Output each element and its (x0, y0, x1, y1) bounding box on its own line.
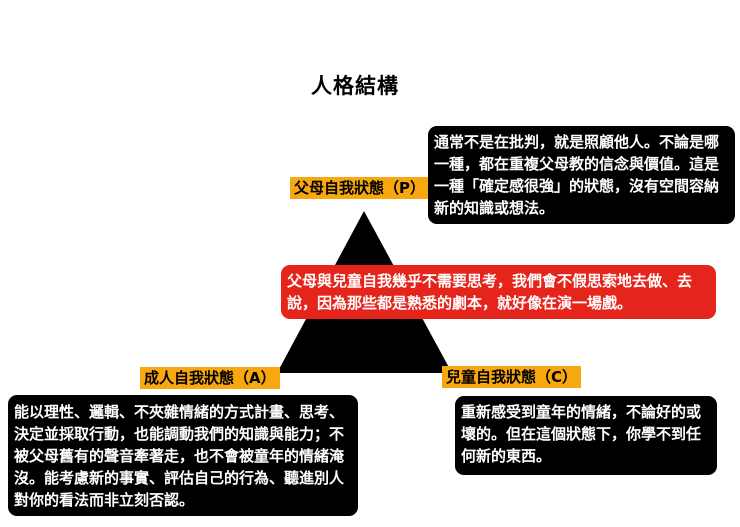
adult-state-description: 能以理性、邏輯、不夾雜情緒的方式計畫、思考、決定並採取行動，也能調動我們的知識與… (8, 395, 358, 516)
adult-state-label: 成人自我狀態（A） (140, 367, 280, 389)
parent-state-label: 父母自我狀態（P） (290, 177, 429, 199)
diagram-title: 人格結構 (311, 74, 399, 98)
parent-state-description: 通常不是在批判，就是照顧他人。不論是哪一種，都在重複父母教的信念與價值。這是一種… (428, 126, 735, 224)
child-state-description: 重新感受到童年的情緒，不論好的或壞的。但在這個狀態下，你學不到任何新的東西。 (455, 396, 717, 475)
center-note: 父母與兒童自我幾乎不需要思考，我們會不假思索地去做、去說，因為那些都是熟悉的劇本… (281, 265, 716, 319)
child-state-label: 兒童自我狀態（C） (442, 366, 582, 388)
